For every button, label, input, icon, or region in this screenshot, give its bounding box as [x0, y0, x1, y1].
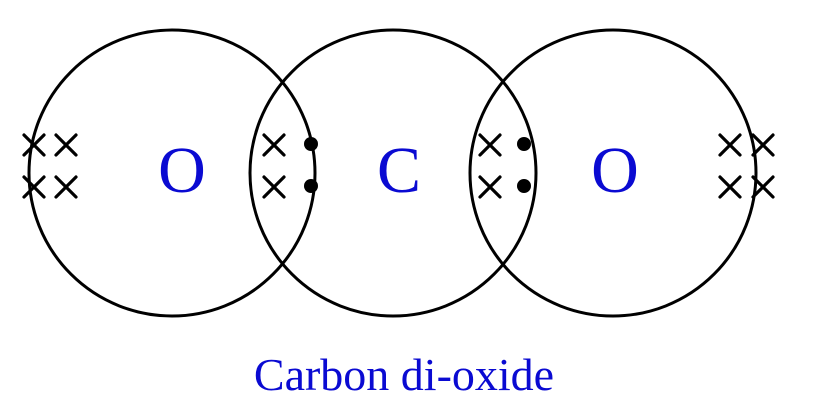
dot-icon [304, 179, 318, 193]
dot-icon [517, 179, 531, 193]
cross-icon [751, 175, 775, 199]
diagram-caption: Carbon di-oxide [254, 349, 554, 400]
right-oxygen-shell [468, 28, 758, 318]
cross-icon [262, 133, 286, 157]
cross-icon [54, 175, 78, 199]
left-oxygen-symbol: O [158, 134, 206, 207]
cross-icon [22, 175, 46, 199]
cross-icon [22, 133, 46, 157]
right-oxygen-symbol: O [591, 134, 639, 207]
cross-icon [751, 133, 775, 157]
cross-icon [478, 175, 502, 199]
cross-icon [718, 175, 742, 199]
carbon-symbol: C [377, 134, 421, 207]
left-oxygen-shell [27, 28, 317, 318]
cross-icon [262, 175, 286, 199]
dot-icon [304, 137, 318, 151]
cross-icon [718, 133, 742, 157]
dot-icon [517, 137, 531, 151]
cross-icon [478, 133, 502, 157]
cross-icon [54, 133, 78, 157]
carbon-shell [248, 28, 538, 318]
